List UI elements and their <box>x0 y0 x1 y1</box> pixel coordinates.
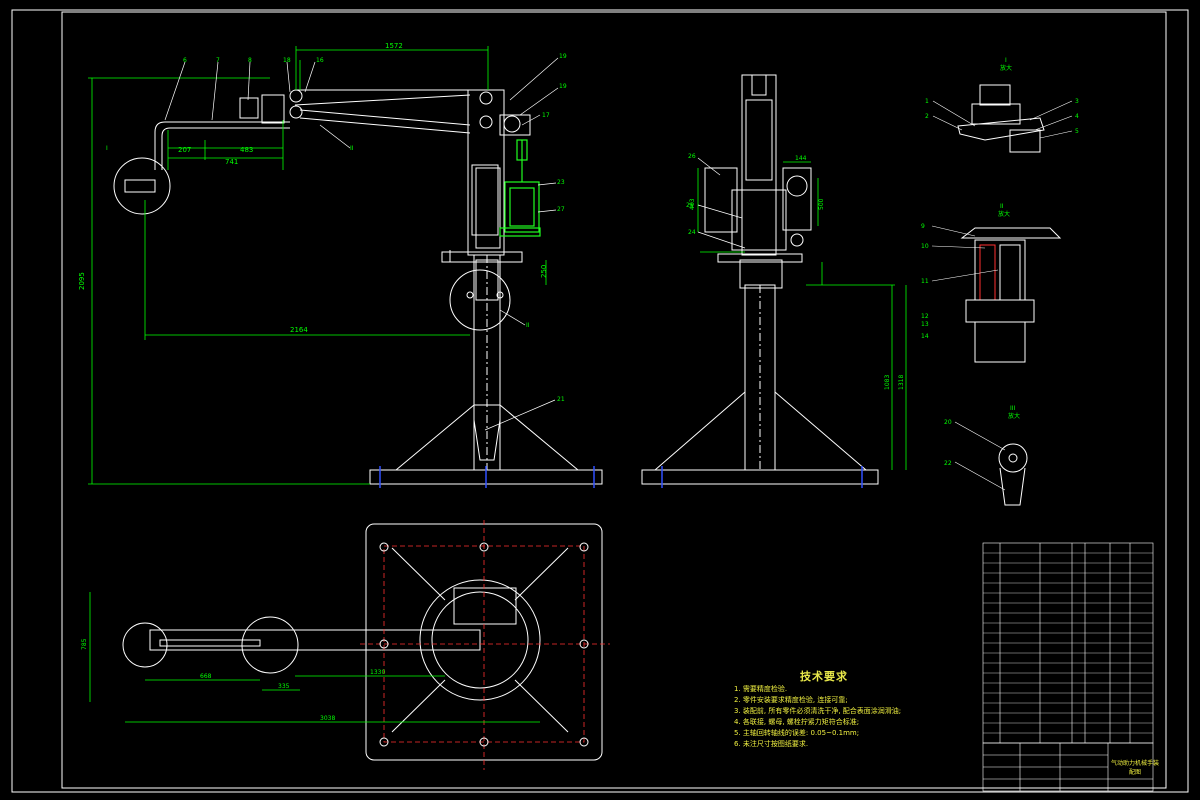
svg-text:17: 17 <box>542 112 550 119</box>
drawing-title: 气动助力机械手装配图 <box>1110 760 1159 776</box>
svg-text:463: 463 <box>689 198 696 210</box>
svg-text:I: I <box>106 145 108 152</box>
pneumatic-cylinder <box>499 139 541 237</box>
svg-text:19: 19 <box>559 53 567 60</box>
svg-text:785: 785 <box>81 638 88 650</box>
tech-req-item: 2. 零件安装要求精度检验, 连接可靠; <box>734 696 848 704</box>
svg-text:144: 144 <box>795 155 807 162</box>
dim-2095: 2095 <box>78 272 86 290</box>
tech-req-item: 6. 未注尺寸按图纸要求. <box>734 740 809 748</box>
bom-rows <box>983 552 1153 734</box>
svg-text:16: 16 <box>316 57 324 64</box>
svg-text:11: 11 <box>921 278 929 285</box>
svg-text:1330: 1330 <box>370 669 385 676</box>
front-dimensions <box>88 46 547 485</box>
svg-text:II: II <box>1000 203 1004 210</box>
svg-text:335: 335 <box>278 683 290 690</box>
svg-text:1083: 1083 <box>884 375 891 390</box>
svg-text:I: I <box>1005 57 1007 64</box>
svg-text:12: 12 <box>921 313 929 320</box>
svg-text:1318: 1318 <box>898 375 905 390</box>
svg-text:8: 8 <box>248 57 252 64</box>
svg-text:26: 26 <box>688 153 696 160</box>
svg-text:25: 25 <box>686 202 694 209</box>
detail-leaders <box>931 100 1073 491</box>
side-leaders <box>697 157 746 249</box>
svg-text:5: 5 <box>1075 128 1079 135</box>
svg-text:II: II <box>526 322 530 329</box>
svg-text:放大: 放大 <box>1000 64 1012 72</box>
plan-bolt-holes <box>379 542 589 747</box>
front-view <box>113 89 603 485</box>
dim-2164: 2164 <box>290 326 308 334</box>
side-dim-text: 144 463 500 1083 1318 26 25 24 <box>686 153 905 390</box>
svg-text:放大: 放大 <box>1008 412 1020 420</box>
svg-text:3038: 3038 <box>320 715 335 722</box>
outer-frame <box>11 9 1189 793</box>
technical-requirements-title: 技术要求 <box>800 670 848 683</box>
svg-text:7: 7 <box>216 57 220 64</box>
svg-text:6: 6 <box>183 57 187 64</box>
svg-text:27: 27 <box>557 206 565 213</box>
tech-req-item: 1. 需要精度检验. <box>734 685 788 693</box>
detail-view-II <box>960 227 1062 363</box>
part-labels-front: 6 7 8 18 16 19 19 17 II 23 27 21 II I <box>106 53 567 403</box>
svg-text:23: 23 <box>557 179 565 186</box>
anchor-bolts <box>379 466 863 488</box>
dim-207: 207 <box>178 146 191 154</box>
title-block <box>982 742 1154 792</box>
detail-labels: I 放大 II 放大 III 放大 1 2 3 4 5 9 10 11 12 1… <box>921 57 1079 467</box>
svg-text:22: 22 <box>944 460 952 467</box>
technical-requirements-list: 1. 需要精度检验. 2. 零件安装要求精度检验, 连接可靠; 3. 装配前, … <box>734 684 934 750</box>
plan-view <box>122 523 603 761</box>
svg-text:II: II <box>350 145 354 152</box>
svg-text:668: 668 <box>200 673 212 680</box>
side-view <box>641 74 879 485</box>
svg-text:20: 20 <box>944 419 952 426</box>
tech-req-item: 3. 装配前, 所有零件必须清洗干净, 配合表面涂润滑油; <box>734 707 902 715</box>
svg-text:2: 2 <box>925 113 929 120</box>
svg-text:1: 1 <box>925 98 929 105</box>
svg-text:21: 21 <box>557 396 565 403</box>
svg-text:4: 4 <box>1075 113 1079 120</box>
plan-dim-text: 785 668 335 1330 3038 <box>81 638 385 722</box>
tech-req-item: 5. 主轴回转轴线的误差: 0.05~0.1mm; <box>734 729 860 737</box>
leaders <box>164 57 559 431</box>
plan-dimensions <box>89 592 540 723</box>
front-dim-text: 1572 207 741 483 2164 2095 250 <box>78 42 548 334</box>
svg-text:500: 500 <box>818 198 825 210</box>
inner-frame <box>61 11 1167 789</box>
svg-text:III: III <box>1010 405 1016 412</box>
svg-text:放大: 放大 <box>998 210 1010 218</box>
plan-hidden <box>360 520 610 770</box>
svg-text:9: 9 <box>921 223 925 230</box>
dim-1572: 1572 <box>385 42 403 50</box>
dim-741: 741 <box>225 158 238 166</box>
svg-text:10: 10 <box>921 243 929 250</box>
side-dimensions <box>697 161 907 470</box>
svg-text:24: 24 <box>688 229 696 236</box>
dim-483: 483 <box>240 146 253 154</box>
dim-250: 250 <box>540 265 548 278</box>
detail-view-I <box>957 84 1045 153</box>
svg-text:13: 13 <box>921 321 929 328</box>
svg-text:3: 3 <box>1075 98 1079 105</box>
tech-req-item: 4. 各联接, 螺母, 螺栓拧紧力矩符合标准; <box>734 718 860 726</box>
svg-text:18: 18 <box>283 57 291 64</box>
svg-text:19: 19 <box>559 83 567 90</box>
detail-view-III <box>998 443 1028 506</box>
svg-text:14: 14 <box>921 333 929 340</box>
